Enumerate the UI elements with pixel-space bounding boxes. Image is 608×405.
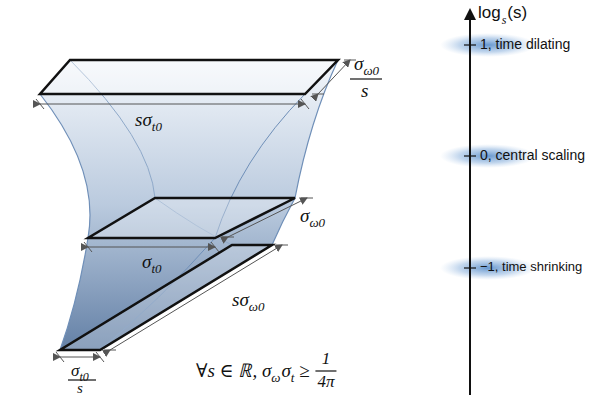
tick-label: 1, time dilating bbox=[480, 37, 570, 51]
dimension-label: σ bbox=[142, 252, 151, 271]
formula-sub: t bbox=[291, 371, 295, 384]
dimension-label: s bbox=[77, 381, 83, 396]
dimension-label: s bbox=[361, 81, 368, 100]
dimension-label: σ bbox=[354, 54, 363, 73]
dimension-sub: ω0 bbox=[249, 300, 265, 313]
dimension-sub: t0 bbox=[152, 120, 162, 133]
dimension-label: σ bbox=[71, 362, 79, 379]
tick-label: −1, time shrinking bbox=[480, 260, 582, 273]
formula-numerator: 1 bbox=[322, 350, 331, 367]
formula: ≥ bbox=[294, 361, 314, 380]
dimension-label: σ bbox=[300, 206, 309, 225]
dimension-sub: t0 bbox=[151, 262, 161, 275]
axis-title: (s) bbox=[507, 4, 527, 21]
formula-sub: ω bbox=[271, 371, 280, 384]
dimension-label: sσ bbox=[135, 110, 152, 129]
dimension-label: sσ bbox=[232, 290, 249, 309]
axis-title-sub: s bbox=[502, 14, 507, 26]
tick-label: 0, central scaling bbox=[480, 148, 585, 162]
formula: σ bbox=[281, 361, 290, 380]
dimension-sub: ω0 bbox=[309, 216, 325, 229]
axis-title: log bbox=[478, 4, 501, 21]
formula-denominator: 4π bbox=[317, 373, 334, 390]
formula: ∀s ∈ ℝ, σ bbox=[196, 361, 271, 380]
dimension-sub: ω0 bbox=[363, 64, 379, 77]
